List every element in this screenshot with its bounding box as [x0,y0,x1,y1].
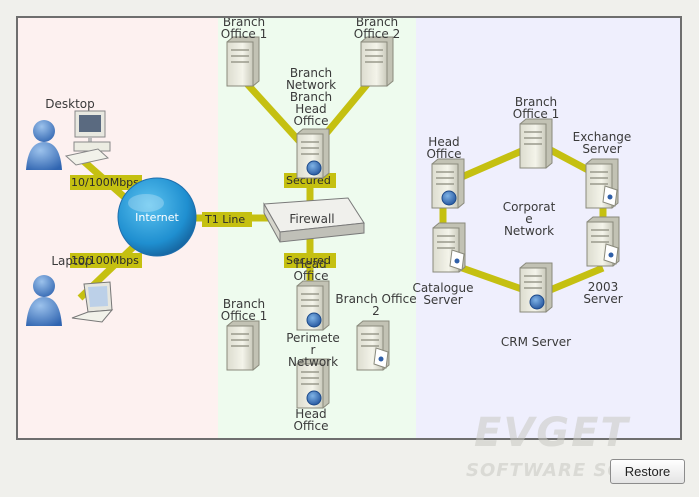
branch-office-2-bottom-line1: Branch Office [335,292,416,306]
corporate-network-line3: Network [504,224,554,238]
laptop-icon[interactable] [71,281,114,323]
internet-label: Internet [135,211,179,224]
diagram-canvas: 10/100Mbps 10/100Mbps T1 Line Secured Se… [16,16,682,440]
perimeter-network-line1: Perimete [286,331,340,345]
edge-label-bg-desktop [70,175,142,190]
catalogue-server-line2: Server [423,293,462,307]
server-head-office-right-icon[interactable] [431,158,465,209]
exchange-server-line1: Exchange [573,130,632,144]
globe-badge-icon [306,312,322,328]
branch-office-1-bottom-line1: Branch [223,297,265,311]
head-office-right-line1: Head [428,135,459,149]
network-diagram: 10/100Mbps 10/100Mbps T1 Line Secured Se… [26,18,632,433]
server-branch-office-2-bottom-icon[interactable] [356,320,390,371]
branch-office-1-bottom-line2: Office 1 [221,309,267,323]
server-branch-office-1-bottom-icon[interactable] [226,320,260,371]
internet-icon[interactable] [117,177,197,257]
globe-badge-icon [441,190,457,206]
server-exchange-icon[interactable] [585,158,619,209]
branch-head-office-line1: Branch [290,90,332,104]
server-catalogue-icon[interactable] [432,222,466,273]
server-branch-office-1-right-icon[interactable] [519,118,553,169]
server-2003-line1: 2003 [588,280,619,294]
head-office-right-line2: Office [426,147,461,161]
branch-office-1-top-line2: Office 1 [221,27,267,41]
branch-office-2-bottom-line2: 2 [372,304,380,318]
globe-badge-icon [306,390,322,406]
head-office-center-line2: Office [293,269,328,283]
crm-server-label: CRM Server [501,335,571,349]
server-head-office-center-icon[interactable] [296,280,330,331]
globe-badge-icon [529,294,545,310]
server-branch-head-office-icon[interactable] [296,128,330,179]
branch-network-line1: Branch [290,66,332,80]
edge-label-t1: T1 Line [204,213,245,226]
branch-office-2-top-line2: Office 2 [354,27,400,41]
desktop-computer-icon[interactable] [64,110,111,166]
branch-head-office-line2: Head [295,102,326,116]
restore-button[interactable]: Restore [610,459,685,484]
perimeter-network-line3: Network [288,355,338,369]
edge-label-laptop: 10/100Mbps [71,254,139,267]
branch-office-1-right-line2: Office 1 [513,107,559,121]
laptop-label: Laptop [51,254,92,268]
firewall-icon[interactable] [263,197,365,243]
server-branch-office-2-top-icon[interactable] [360,36,394,87]
branch-office-1-top-line1: Branch [223,18,265,29]
corporate-network-line1: Corporat [503,200,556,214]
watermark-logo: EVGET [474,410,630,456]
edge-label-bg-secured-bottom [284,253,336,268]
edge-label-desktop: 10/100Mbps [71,176,139,189]
server-crm-icon[interactable] [519,262,553,313]
head-office-bottom-line2: Office [293,419,328,433]
server-head-office-bottom-icon[interactable] [296,358,330,409]
branch-head-office-line3: Office [293,114,328,128]
desktop-user-icon[interactable] [26,120,62,170]
head-office-center-line1: Head [295,257,326,271]
desktop-label: Desktop [45,97,95,111]
laptop-user-icon[interactable] [26,275,62,326]
exchange-server-line2: Server [582,142,621,156]
edge-label-bg-laptop [70,253,142,268]
edge-label-bg-t1 [202,212,252,227]
server-2003-line2: Server [583,292,622,306]
server-branch-office-1-top-icon[interactable] [226,36,260,87]
firewall-label: Firewall [289,212,334,226]
perimeter-network-line2: r [311,343,316,357]
globe-badge-icon [306,160,322,176]
link-ring-2003-crm [541,264,605,297]
head-office-bottom-line1: Head [295,407,326,421]
catalogue-server-line1: Catalogue [412,281,473,295]
branch-network-line2: Network [286,78,336,92]
corporate-network-line2: e [525,212,532,226]
edge-label-secured-bottom: Secured [286,254,331,267]
branch-office-1-right-line1: Branch [515,95,557,109]
server-2003-icon[interactable] [586,216,620,267]
branch-office-2-top-line1: Branch [356,18,398,29]
